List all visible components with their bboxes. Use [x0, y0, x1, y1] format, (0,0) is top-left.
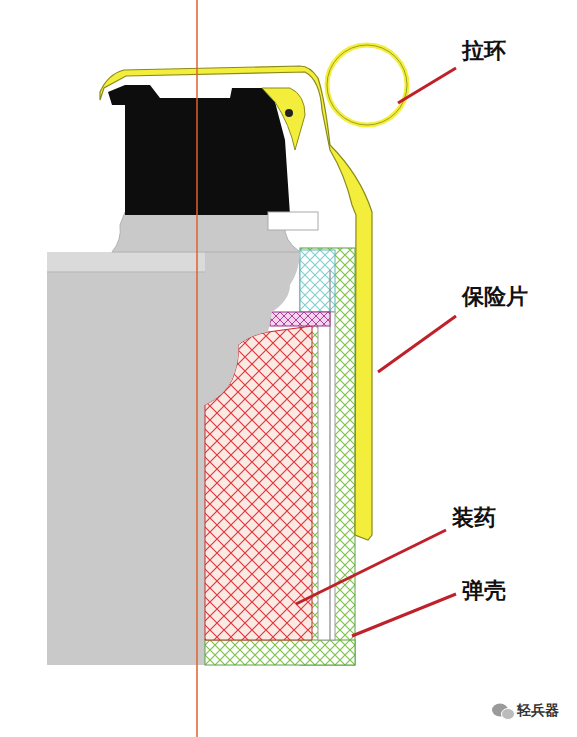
leader-line: [398, 68, 456, 103]
lever-pin: [285, 109, 293, 117]
lever-head: [262, 88, 305, 150]
leader-line: [378, 316, 456, 372]
band-edge: [47, 272, 207, 273]
safety-lever: [100, 66, 372, 540]
leader-line: [296, 530, 446, 604]
body-band: [47, 252, 207, 272]
part-label: 保险片: [462, 284, 528, 310]
charge-cap: [270, 312, 330, 326]
center-line: [196, 0, 198, 737]
fuze-collar: [268, 212, 318, 230]
watermark: 轻兵器: [517, 702, 559, 719]
part-label: 装药: [452, 505, 496, 531]
part-label: 拉环: [462, 38, 506, 64]
leader-line: [352, 594, 456, 636]
shell-bottom: [205, 640, 355, 665]
fuze: [108, 85, 290, 215]
body: [47, 252, 207, 665]
part-label: 弹壳: [462, 578, 506, 604]
body-cut-upper: [205, 250, 300, 405]
watermark-icon: [492, 704, 515, 720]
pull-ring: [327, 45, 407, 125]
leader-lines: [296, 68, 456, 636]
pull-ring-edge: [327, 45, 407, 125]
